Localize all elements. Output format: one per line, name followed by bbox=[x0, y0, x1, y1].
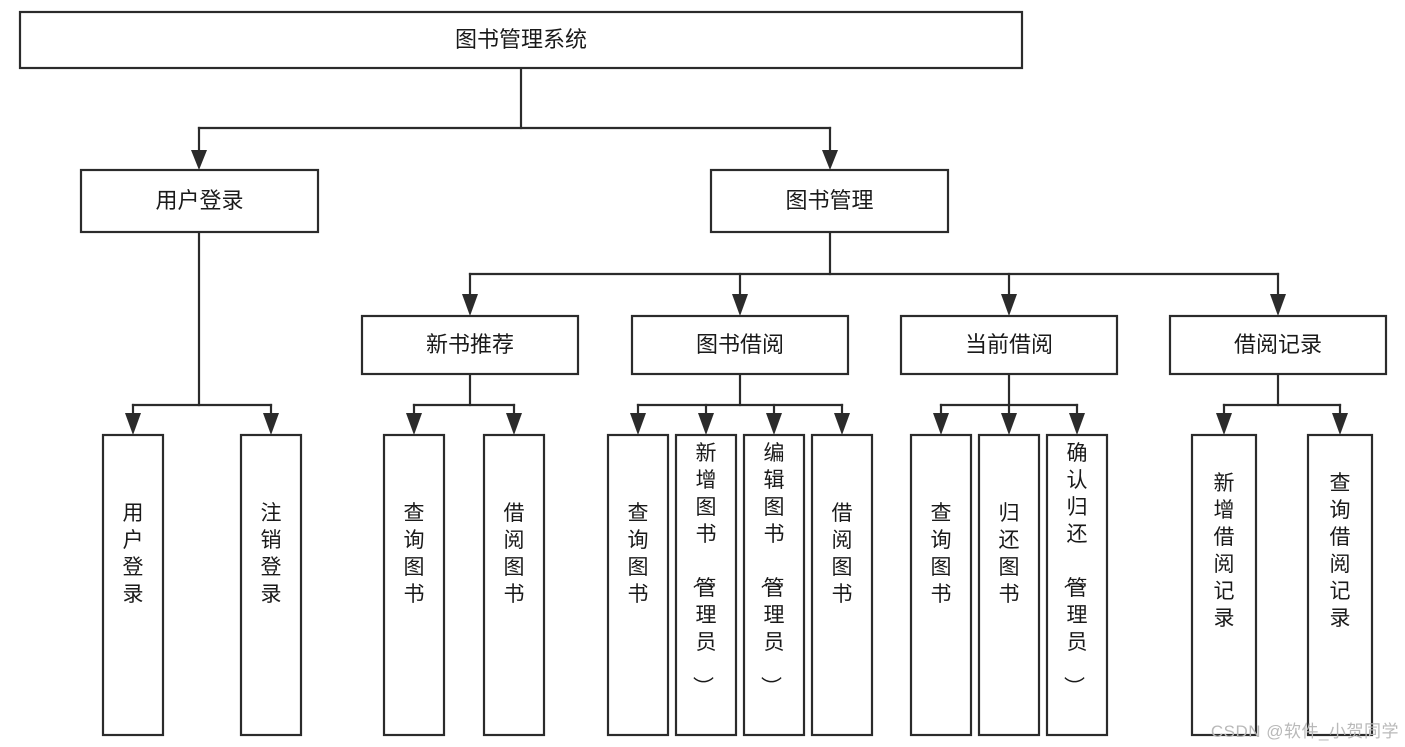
arrowhead-leaf-book-borrow-1 bbox=[630, 413, 646, 435]
node-user-login[interactable]: 用户登录 bbox=[79, 168, 320, 234]
node-book-borrow-box[interactable] bbox=[630, 314, 850, 376]
arrowhead-leaf-borrow-record-1 bbox=[1216, 413, 1232, 435]
leaf-current-borrow-2-label: 归还图书 bbox=[999, 502, 1020, 606]
csdn-watermark: CSDN @软件_小贺同学 bbox=[1210, 722, 1399, 741]
node-new-book-recommend[interactable]: 新书推荐 bbox=[360, 314, 580, 376]
leaf-book-borrow-2-box[interactable] bbox=[674, 433, 738, 737]
leaf-current-borrow-3[interactable]: 确认归还（管理员） bbox=[1045, 433, 1109, 737]
arrowhead-new-book bbox=[462, 294, 478, 316]
leaf-book-borrow-2[interactable]: 新增图书（管理员） bbox=[674, 433, 738, 737]
arrowhead-borrow-record bbox=[1270, 294, 1286, 316]
arrowhead-leaf-current-borrow-3 bbox=[1069, 413, 1085, 435]
leaf-current-borrow-1-label: 查询图书 bbox=[931, 502, 952, 606]
leaf-book-borrow-3-box[interactable] bbox=[742, 433, 806, 737]
arrowhead-book-manage bbox=[822, 150, 838, 170]
arrowhead-user-login bbox=[191, 150, 207, 170]
node-book-manage[interactable]: 图书管理 bbox=[709, 168, 950, 234]
leaf-new-book-2-box[interactable] bbox=[482, 433, 546, 737]
leaf-book-borrow-1-label: 查询图书 bbox=[628, 502, 649, 606]
node-book-borrow-label: 图书借阅 bbox=[696, 332, 784, 357]
leaf-new-book-2-label: 借阅图书 bbox=[504, 502, 525, 606]
arrowhead-leaf-book-borrow-2 bbox=[698, 413, 714, 435]
arrowhead-book-borrow bbox=[732, 294, 748, 316]
leaf-book-borrow-1-box[interactable] bbox=[606, 433, 670, 737]
node-user-login-box[interactable] bbox=[79, 168, 320, 234]
node-borrow-record-label: 借阅记录 bbox=[1234, 332, 1322, 357]
node-current-borrow-box[interactable] bbox=[899, 314, 1119, 376]
leaf-book-borrow-4-box[interactable] bbox=[810, 433, 874, 737]
leaf-current-borrow-2[interactable]: 归还图书 bbox=[977, 433, 1041, 737]
node-new-book-recommend-box[interactable] bbox=[360, 314, 580, 376]
leaf-current-borrow-3-box[interactable] bbox=[1045, 433, 1109, 737]
node-user-login-label: 用户登录 bbox=[155, 188, 243, 213]
node-book-manage-label: 图书管理 bbox=[785, 188, 873, 213]
leaf-new-book-1[interactable]: 查询图书 bbox=[382, 433, 446, 737]
leaf-current-borrow-3-label: 确认归还（管理员） bbox=[1062, 442, 1088, 697]
arrowhead-leaf-book-borrow-3 bbox=[766, 413, 782, 435]
node-root-label: 图书管理系统 bbox=[455, 27, 587, 52]
leaf-current-borrow-2-box[interactable] bbox=[977, 433, 1041, 737]
arrowhead-leaf-user-login-1 bbox=[125, 413, 141, 435]
arrowhead-leaf-new-book-1 bbox=[406, 413, 422, 435]
node-book-borrow[interactable]: 图书借阅 bbox=[630, 314, 850, 376]
leaf-book-borrow-1[interactable]: 查询图书 bbox=[606, 433, 670, 737]
arrowhead-leaf-borrow-record-2 bbox=[1332, 413, 1348, 435]
leaf-book-borrow-3-label: 编辑图书（管理员） bbox=[759, 442, 785, 697]
leaf-new-book-2[interactable]: 借阅图书 bbox=[482, 433, 546, 737]
arrowhead-leaf-user-login-2 bbox=[263, 413, 279, 435]
leaf-borrow-record-1-label: 新增借阅记录 bbox=[1214, 472, 1235, 630]
leaf-user-login-1[interactable]: 用户登录 bbox=[101, 433, 165, 737]
connector-layer bbox=[125, 66, 1348, 435]
node-borrow-record[interactable]: 借阅记录 bbox=[1168, 314, 1388, 376]
leaf-user-login-1-box[interactable] bbox=[101, 433, 165, 737]
leaf-borrow-record-2-box[interactable] bbox=[1306, 433, 1374, 737]
node-current-borrow-label: 当前借阅 bbox=[965, 332, 1053, 357]
leaf-book-borrow-4-label: 借阅图书 bbox=[832, 502, 853, 606]
node-root[interactable]: 图书管理系统 bbox=[18, 10, 1024, 70]
arrowhead-leaf-current-borrow-2 bbox=[1001, 413, 1017, 435]
node-book-manage-box[interactable] bbox=[709, 168, 950, 234]
leaf-current-borrow-1[interactable]: 查询图书 bbox=[909, 433, 973, 737]
node-root-box[interactable] bbox=[18, 10, 1024, 70]
node-new-book-recommend-label: 新书推荐 bbox=[426, 332, 514, 357]
leaf-user-login-2-label: 注销登录 bbox=[261, 502, 282, 606]
node-current-borrow[interactable]: 当前借阅 bbox=[899, 314, 1119, 376]
arrowhead-leaf-current-borrow-1 bbox=[933, 413, 949, 435]
leaf-book-borrow-4[interactable]: 借阅图书 bbox=[810, 433, 874, 737]
leaf-borrow-record-1-box[interactable] bbox=[1190, 433, 1258, 737]
arrowhead-current-borrow bbox=[1001, 294, 1017, 316]
leaf-borrow-record-1[interactable]: 新增借阅记录 bbox=[1190, 433, 1258, 737]
leaf-user-login-2-box[interactable] bbox=[239, 433, 303, 737]
leaf-book-borrow-3[interactable]: 编辑图书（管理员） bbox=[742, 433, 806, 737]
leaf-new-book-1-box[interactable] bbox=[382, 433, 446, 737]
arrowhead-leaf-new-book-2 bbox=[506, 413, 522, 435]
leaf-borrow-record-2-label: 查询借阅记录 bbox=[1330, 472, 1351, 630]
leaf-book-borrow-2-label: 新增图书（管理员） bbox=[691, 442, 717, 697]
arrowhead-leaf-book-borrow-4 bbox=[834, 413, 850, 435]
leaf-current-borrow-1-box[interactable] bbox=[909, 433, 973, 737]
leaf-borrow-record-2[interactable]: 查询借阅记录 bbox=[1306, 433, 1374, 737]
node-borrow-record-box[interactable] bbox=[1168, 314, 1388, 376]
leaf-user-login-1-label: 用户登录 bbox=[123, 502, 144, 606]
leaf-new-book-1-label: 查询图书 bbox=[404, 502, 425, 606]
leaf-user-login-2[interactable]: 注销登录 bbox=[239, 433, 303, 737]
